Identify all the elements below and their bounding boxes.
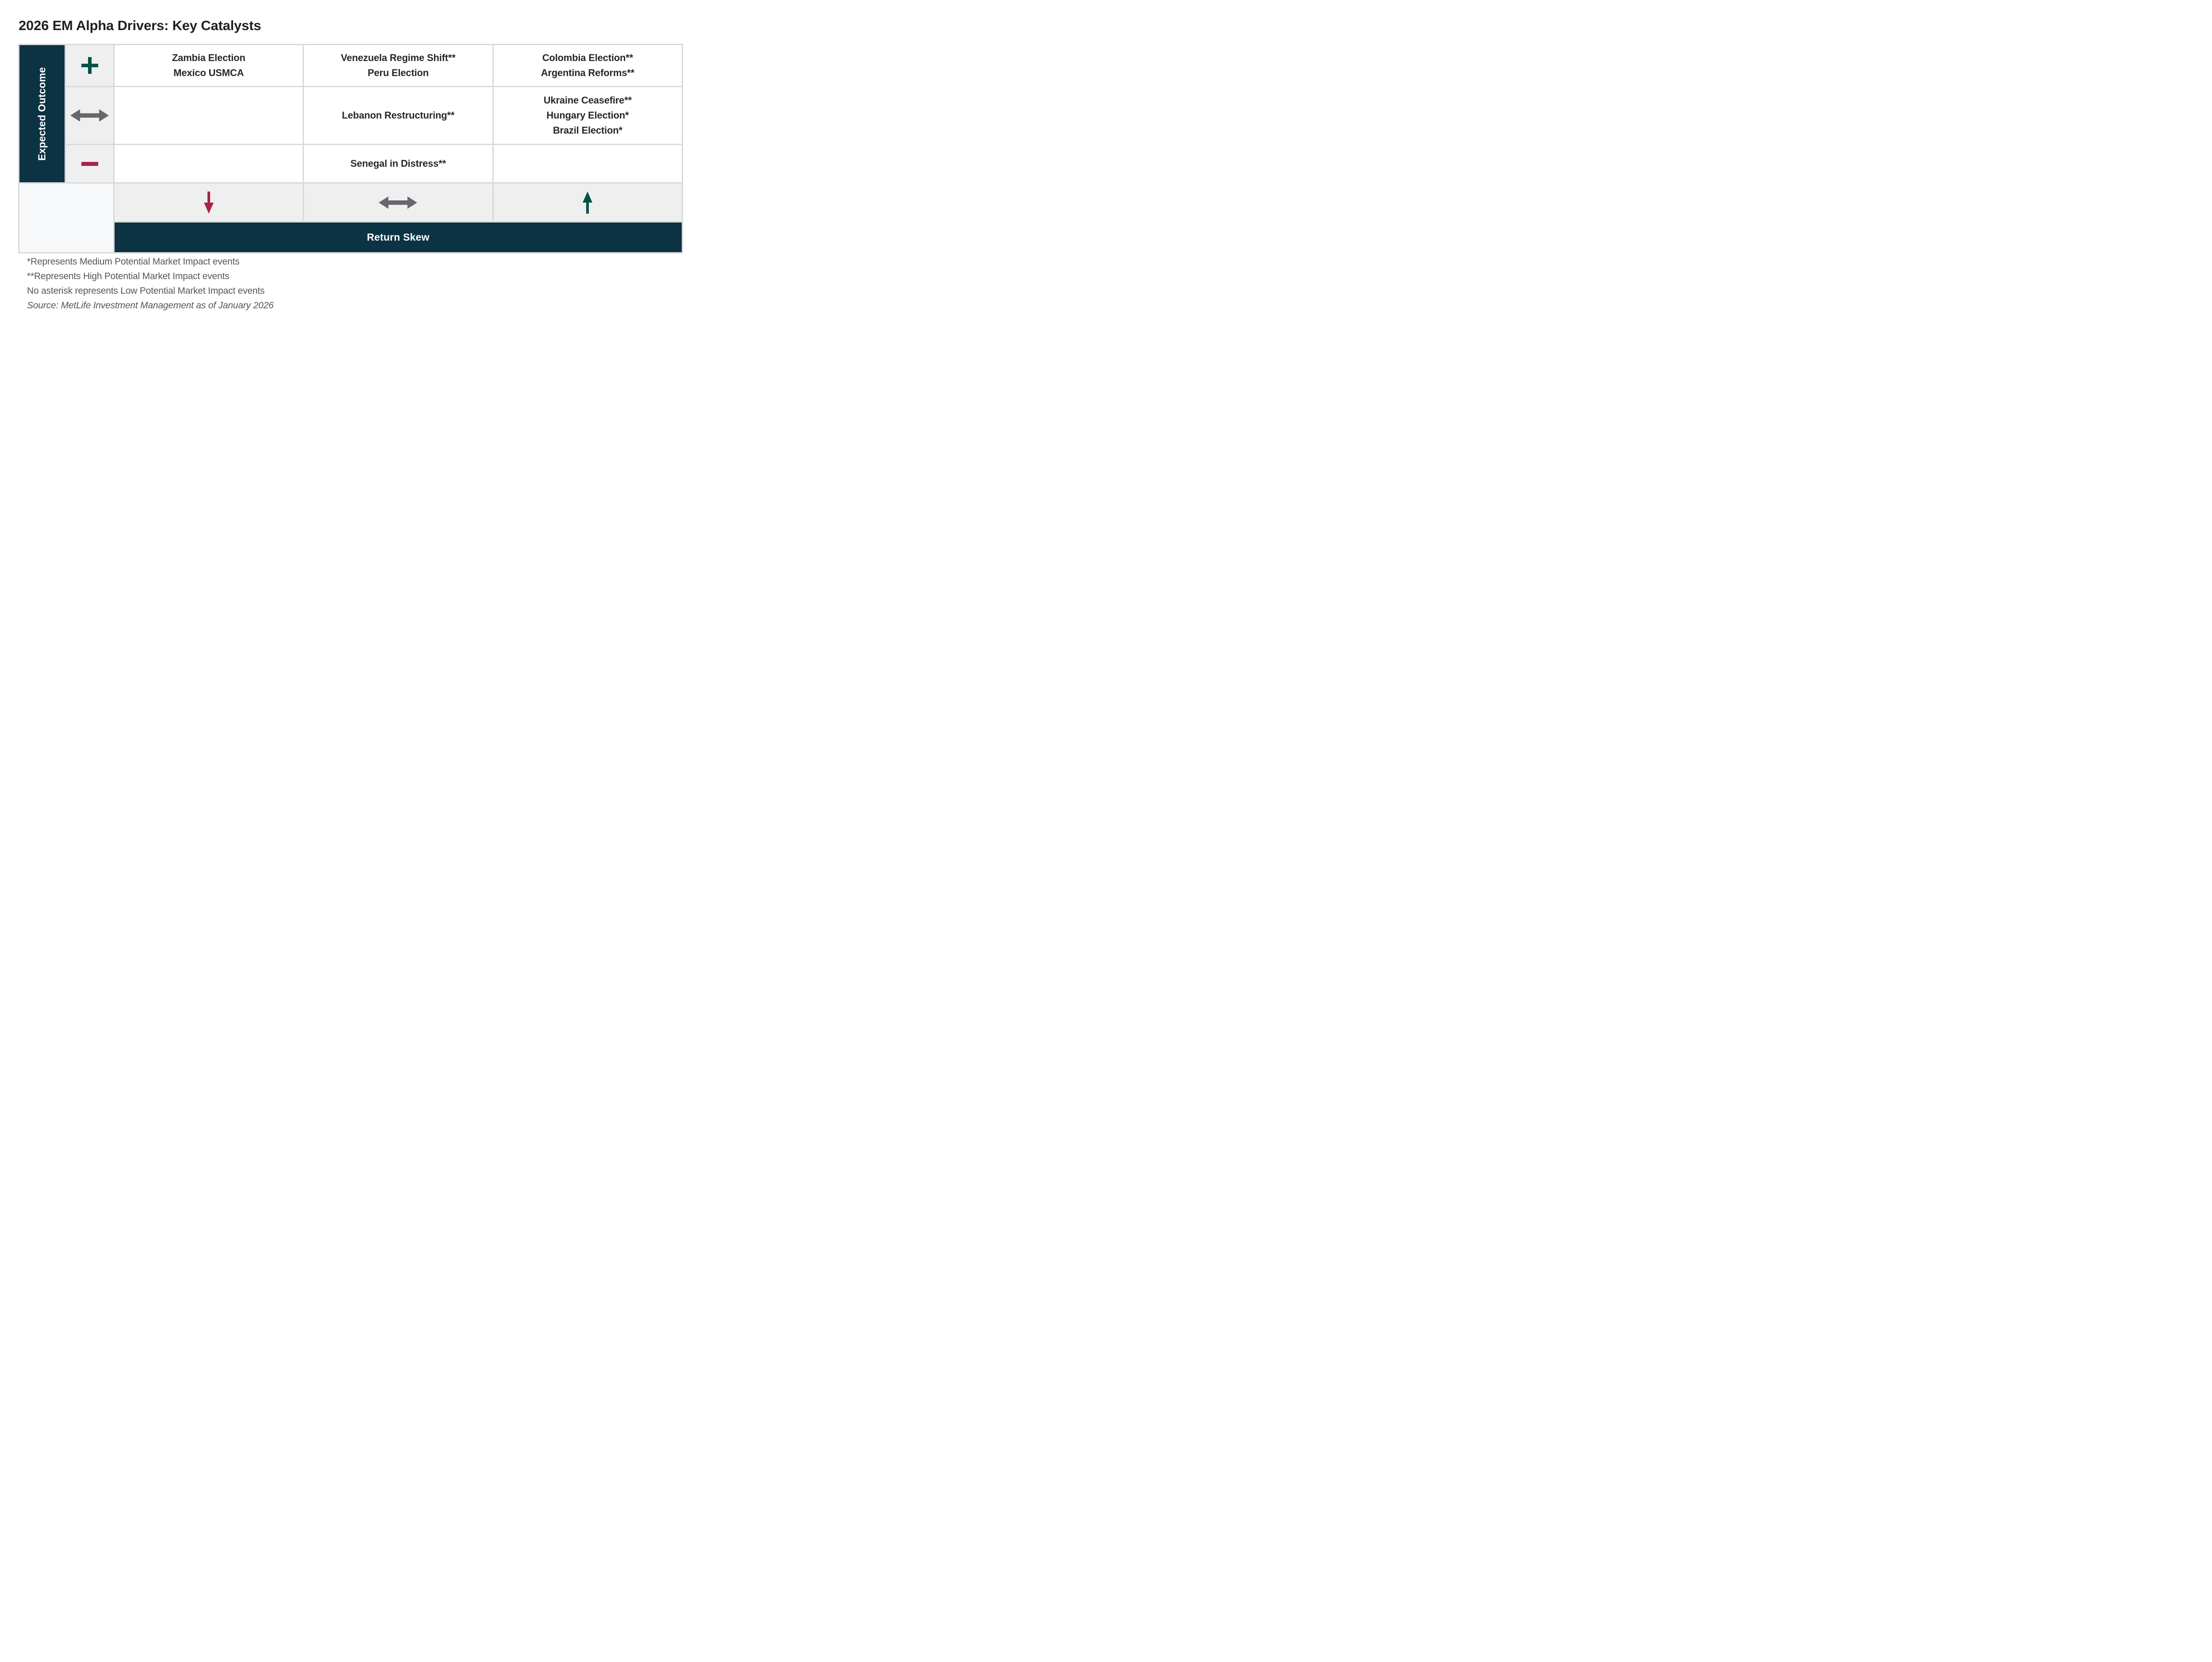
matrix-cell-r1c1: Zambia Election Mexico USMCA <box>115 45 303 86</box>
matrix-cell-r1c3: Colombia Election** Argentina Reforms** <box>493 45 682 86</box>
figure-page: 2026 EM Alpha Drivers: Key Catalysts Exp… <box>0 0 705 332</box>
minus-icon <box>81 161 98 166</box>
footnote-low-impact: No asterisk represents Low Potential Mar… <box>27 286 265 296</box>
up-arrow-icon <box>583 191 593 214</box>
skew-neutral-cell <box>304 184 492 221</box>
plus-icon <box>81 57 98 74</box>
footnotes: *Represents Medium Potential Market Impa… <box>27 257 273 315</box>
footnote-medium-impact: *Represents Medium Potential Market Impa… <box>27 257 240 267</box>
source-line: Source: MetLife Investment Management as… <box>27 300 274 311</box>
row-positive-icon-cell <box>66 45 113 86</box>
chart-title: 2026 EM Alpha Drivers: Key Catalysts <box>19 18 261 33</box>
matrix-cell-r1c2: Venezuela Regime Shift** Peru Election <box>304 45 492 86</box>
down-arrow-icon <box>204 191 214 214</box>
return-skew-axis: Return Skew <box>115 223 682 252</box>
row-neutral-icon-cell <box>66 87 113 144</box>
expected-outcome-label: Expected Outcome <box>36 67 48 161</box>
matrix-cell-r2c2: Lebanon Restructuring** <box>304 87 492 144</box>
matrix-cell-r2c1 <box>115 87 303 144</box>
row-negative-icon-cell <box>66 145 113 182</box>
footnote-high-impact: **Represents High Potential Market Impac… <box>27 271 230 281</box>
left-right-arrow-icon <box>70 109 109 122</box>
left-right-arrow-icon <box>379 196 418 209</box>
matrix-cell-r2c3: Ukraine Ceasefire** Hungary Election* Br… <box>493 87 682 144</box>
return-skew-label: Return Skew <box>367 231 430 243</box>
matrix-cell-r3c1 <box>115 145 303 182</box>
skew-negative-cell <box>115 184 303 221</box>
matrix-cell-r3c2: Senegal in Distress** <box>304 145 492 182</box>
matrix-cell-r3c3 <box>493 145 682 182</box>
corner-cell <box>19 184 113 252</box>
skew-positive-cell <box>493 184 682 221</box>
catalyst-matrix: Expected Outcome Zambia Election Mexico … <box>18 44 683 253</box>
expected-outcome-axis: Expected Outcome <box>19 45 65 182</box>
